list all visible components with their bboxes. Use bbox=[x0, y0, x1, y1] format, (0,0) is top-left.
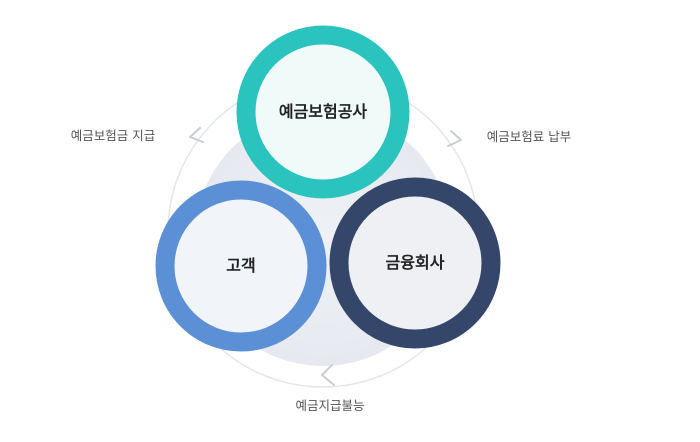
flow-label-payment-default: 예금지급불능 bbox=[295, 398, 364, 413]
node-kdic: 예금보험공사 bbox=[236, 25, 410, 199]
flow-label-insurance-payout: 예금보험금 지급 bbox=[71, 128, 155, 143]
node-customer-circle bbox=[155, 180, 327, 352]
arrow-bottom-icon bbox=[321, 364, 335, 386]
node-customer: 고객 bbox=[155, 180, 327, 352]
node-financial-company: 금융회사 bbox=[329, 177, 501, 349]
node-customer-label: 고객 bbox=[226, 256, 255, 275]
arrow-right-icon bbox=[447, 130, 462, 147]
node-kdic-circle bbox=[236, 25, 410, 199]
node-financial-company-label: 금융회사 bbox=[386, 253, 445, 272]
node-kdic-label: 예금보험공사 bbox=[279, 102, 368, 121]
flow-label-premium-payment: 예금보험료 납부 bbox=[487, 129, 571, 144]
arrow-left-icon bbox=[189, 127, 204, 143]
node-financial-company-circle bbox=[329, 177, 501, 349]
